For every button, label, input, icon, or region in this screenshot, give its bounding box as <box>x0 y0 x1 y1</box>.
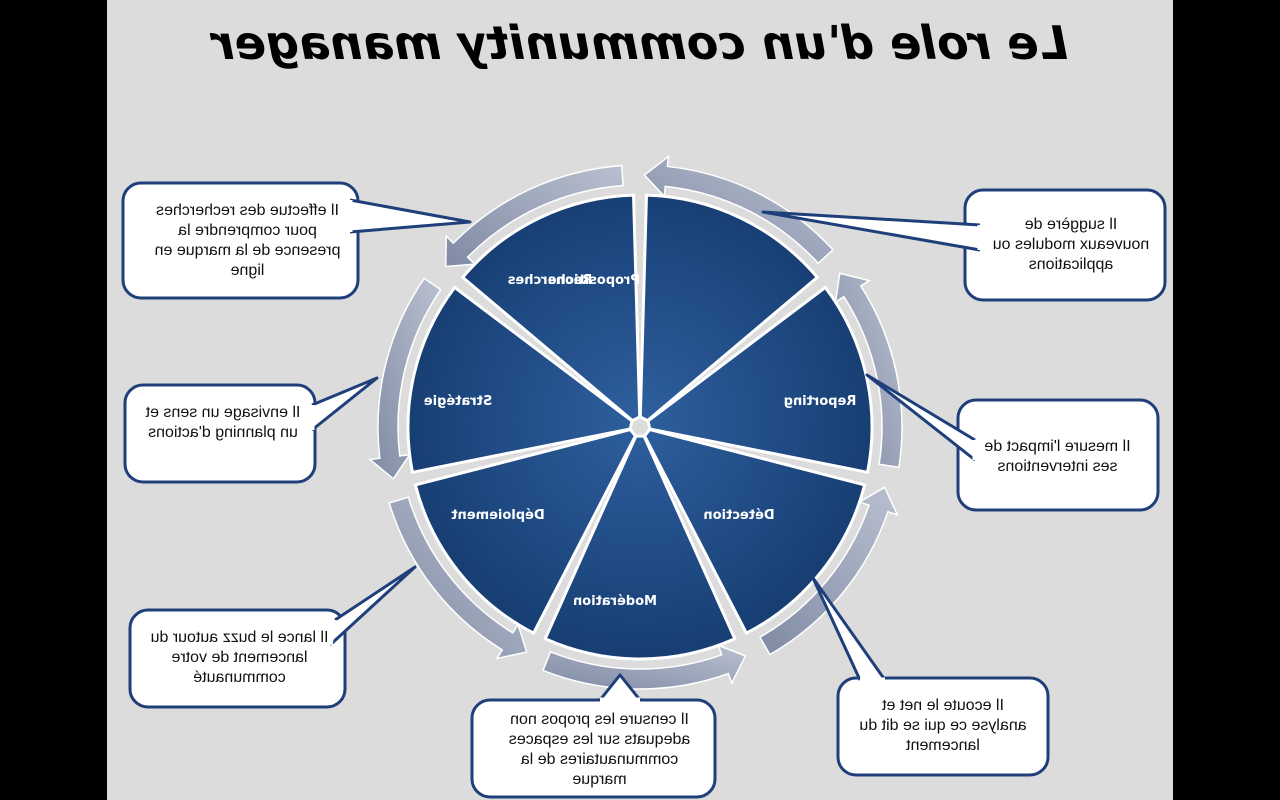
callout-bubble-detection <box>811 576 1050 777</box>
bubble-text-propositions: Il suggère de nouveaux modules ou applic… <box>992 216 1150 273</box>
segment-reporting <box>406 285 634 475</box>
segment-label-recherches: Recherches <box>507 273 593 288</box>
callout-bubble-reporting <box>865 373 1160 512</box>
segment-label-strategie: Stratégie <box>423 394 493 409</box>
diagram-title: Le role d'un community manager <box>212 16 1068 70</box>
ring-arrow-moderation <box>542 644 747 690</box>
ring-arrow-propositions <box>444 164 624 268</box>
callout-bubble-moderation <box>470 673 717 799</box>
segment-moderation <box>543 434 737 661</box>
bubble-text-strategie: Il envisage un sens et un planning d'act… <box>145 404 301 441</box>
callout-bubble-recherches <box>121 181 472 300</box>
segment-deploiement <box>642 427 867 636</box>
callout-bubble-strategie <box>123 376 379 484</box>
bubble-text-reporting: Il mesure l'impact de ses interventions <box>984 438 1131 475</box>
bubble-text-deploiement: Il lance le buzz autour du lancement de … <box>150 629 329 686</box>
bubble-text-recherches: Il effectue des recherches pour comprend… <box>154 202 341 279</box>
segment-propositions <box>460 193 642 423</box>
ring-arrow-detection <box>388 496 528 660</box>
bubble-text-moderation: Il censure les propos non adequats sur l… <box>508 711 691 788</box>
ring-arrow-deploiement <box>758 486 899 656</box>
bubble-text-detection: Il ecoute le net et analyse ce qui se di… <box>859 697 1027 754</box>
segment-recherches <box>638 193 820 423</box>
segment-strategie <box>646 285 874 475</box>
segment-label-reporting: Reporting <box>783 394 857 409</box>
callout-bubble-deploiement <box>128 565 417 709</box>
segment-label-detection: Détection <box>703 508 775 523</box>
ring-arrow-recherches <box>643 154 835 265</box>
ring-arrow-reporting <box>368 277 442 480</box>
segment-label-deploiement: Déploiement <box>451 508 545 523</box>
segment-label-moderation: Modération <box>572 594 658 609</box>
callout-bubble-propositions <box>761 188 1167 302</box>
segment-detection <box>413 427 638 636</box>
